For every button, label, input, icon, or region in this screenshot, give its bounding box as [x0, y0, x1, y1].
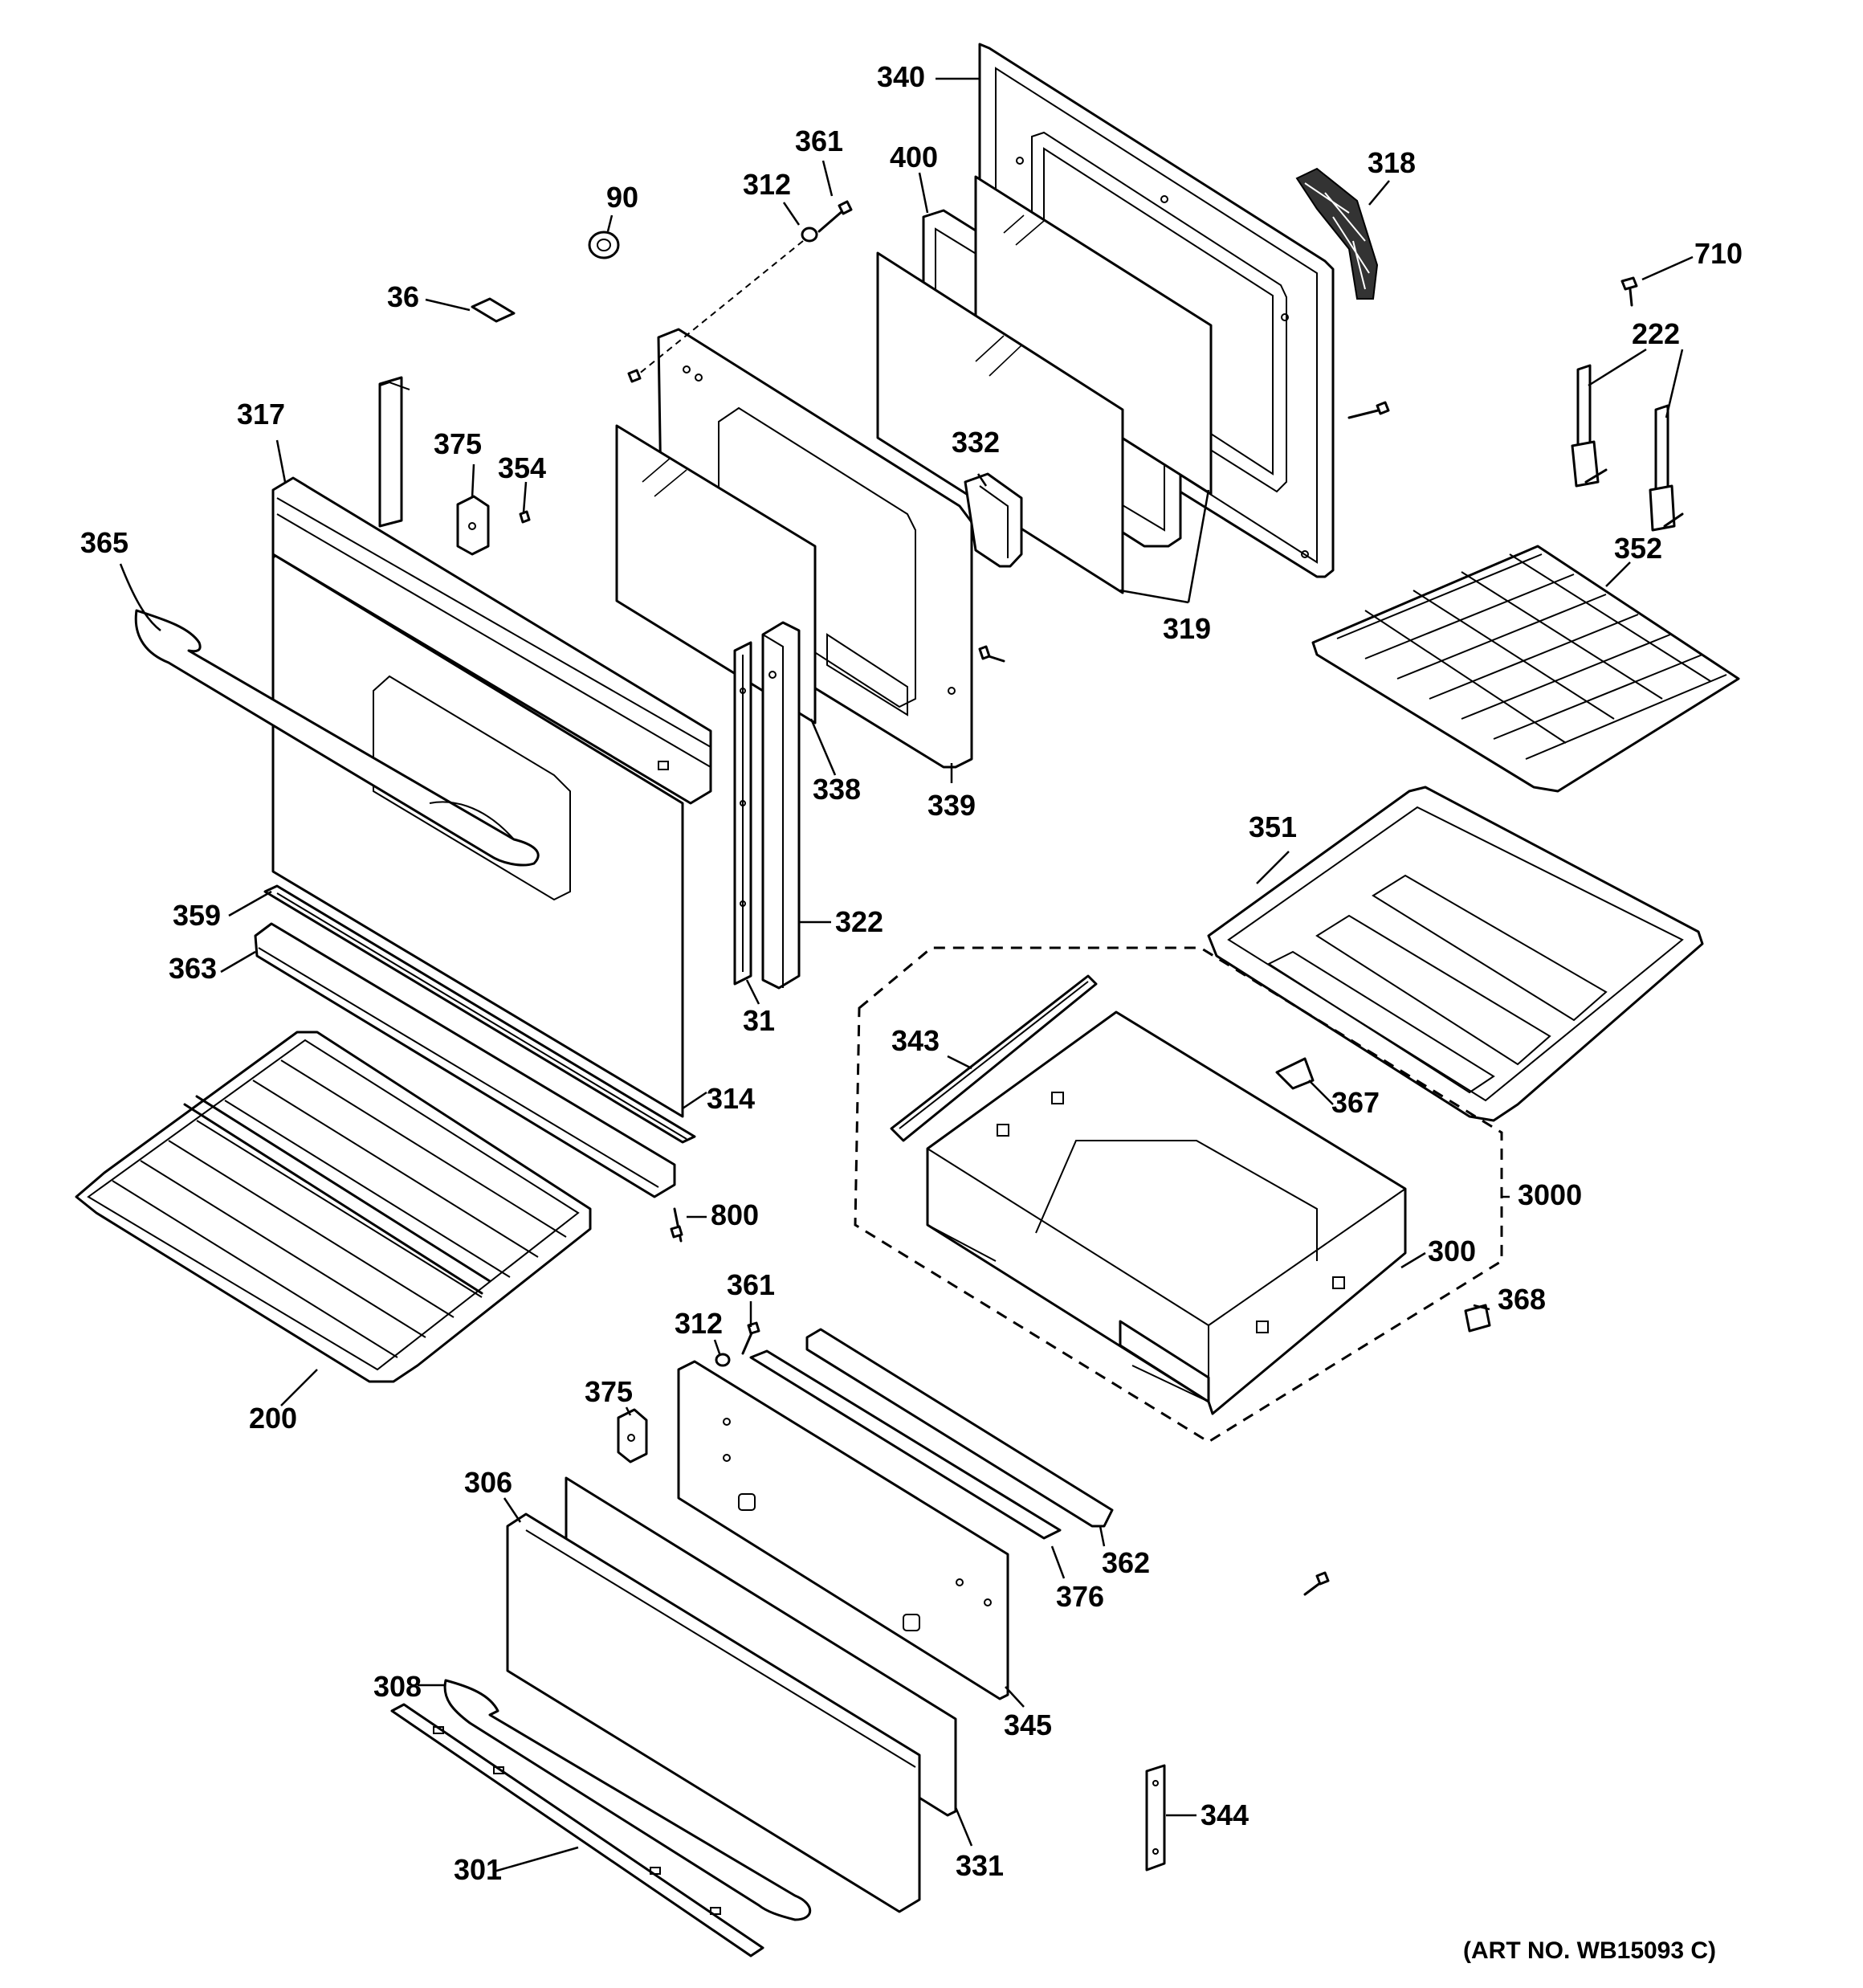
- vent-trim-359: [263, 884, 696, 1144]
- callout-319: 319: [1163, 612, 1211, 645]
- callout-300: 300: [1428, 1235, 1476, 1268]
- callout-368: 368: [1498, 1283, 1546, 1316]
- callout-375: 375: [434, 427, 482, 460]
- igniters-222: [1571, 364, 1684, 532]
- callout-800: 800: [711, 1198, 759, 1231]
- callout-340: 340: [877, 60, 925, 93]
- art-number: (ART NO. WB15093 C): [1463, 1937, 1716, 1964]
- callout-31: 31: [743, 1004, 775, 1037]
- screw-710: [1620, 276, 1638, 307]
- screw-lower-right: [1303, 1581, 1323, 1596]
- drawer-rail-362: [805, 1328, 1114, 1528]
- callout-361: 361: [795, 125, 843, 157]
- hinge-375-lower: [617, 1408, 648, 1463]
- callout-376: 376: [1056, 1580, 1104, 1613]
- callout-317: 317: [237, 398, 285, 431]
- callout-354: 354: [498, 451, 546, 484]
- callout-200: 200: [249, 1402, 297, 1435]
- drawer-panel-345: [677, 1360, 1009, 1700]
- door-side-322: [761, 621, 801, 990]
- callout-306: 306: [464, 1466, 512, 1499]
- callout-36: 36: [387, 280, 419, 313]
- callout-322: 322: [835, 905, 883, 938]
- callout-312: 312: [743, 168, 791, 201]
- drawer-slide-376: [749, 1349, 1062, 1540]
- callout-361: 361: [727, 1268, 775, 1301]
- callout-362: 362: [1102, 1546, 1150, 1579]
- callout-351: 351: [1249, 810, 1297, 843]
- oven-rack-200: [75, 1031, 592, 1383]
- screw-312-upper: [627, 200, 853, 383]
- vent-trim-363: [254, 922, 676, 1198]
- callout-344: 344: [1201, 1798, 1249, 1831]
- drawer-body-300: [926, 1010, 1407, 1415]
- bracket-332: [964, 472, 1023, 568]
- callout-222: 222: [1632, 317, 1680, 350]
- glass-panels-319: [876, 175, 1213, 594]
- callout-365: 365: [80, 526, 128, 559]
- callout-331: 331: [956, 1849, 1004, 1882]
- clip-367: [1275, 1057, 1315, 1090]
- clip-36: [471, 297, 516, 323]
- callout-367: 367: [1331, 1086, 1380, 1119]
- door-side-31: [733, 641, 752, 986]
- drawer-trim-301: [390, 1703, 764, 1957]
- callout-339: 339: [927, 789, 976, 822]
- drawer-slide-343: [890, 974, 1098, 1142]
- callout-labels: 340 361 400 312 318 90 710 36 222 317 37…: [80, 60, 1743, 1964]
- callout-363: 363: [169, 952, 217, 985]
- callout-332: 332: [952, 426, 1000, 459]
- broiler-rack-352: [1311, 545, 1740, 793]
- callout-301: 301: [454, 1853, 502, 1886]
- callout-308: 308: [373, 1670, 422, 1703]
- callout-318: 318: [1368, 146, 1416, 179]
- callout-710: 710: [1694, 237, 1743, 270]
- drawer-front-306: [506, 1512, 921, 1913]
- callout-400: 400: [890, 141, 938, 173]
- callout-312: 312: [675, 1307, 723, 1340]
- callout-3000: 3000: [1518, 1178, 1582, 1211]
- callout-352: 352: [1614, 532, 1662, 565]
- door-handle-365: [134, 609, 540, 867]
- grommet-90: [588, 231, 620, 259]
- drawer-handle-308: [443, 1679, 812, 1921]
- bracket-344: [1145, 1764, 1166, 1872]
- callout-314: 314: [707, 1082, 755, 1115]
- leader-lines: [119, 77, 1694, 1873]
- callout-338: 338: [813, 773, 861, 806]
- callout-90: 90: [606, 181, 638, 214]
- screw-312-lower: [715, 1321, 760, 1367]
- callout-345: 345: [1004, 1708, 1052, 1741]
- callout-359: 359: [173, 899, 221, 932]
- screw-354: [519, 510, 531, 524]
- hinge-375-upper: [456, 495, 490, 556]
- callout-375: 375: [585, 1375, 633, 1408]
- insulation-318: [1295, 167, 1379, 300]
- callout-343: 343: [891, 1024, 940, 1057]
